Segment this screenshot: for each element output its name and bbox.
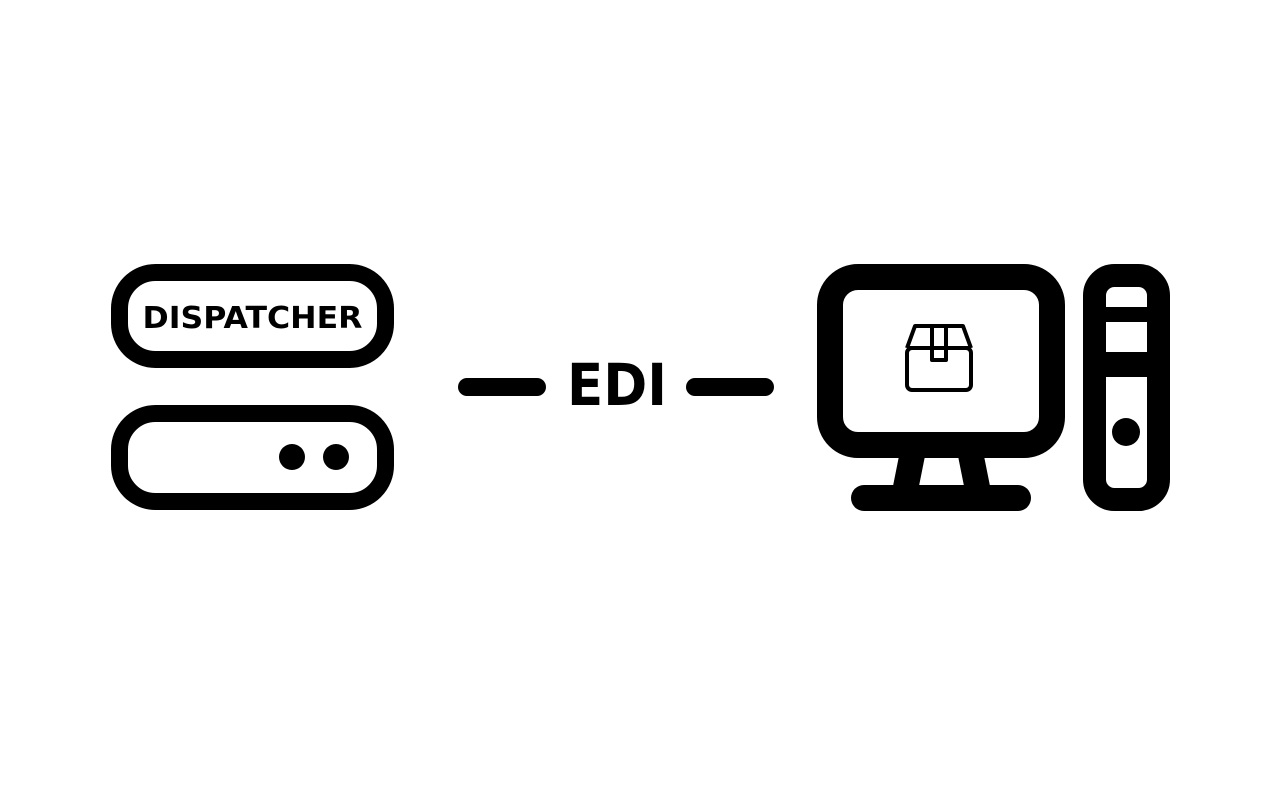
desktop-computer-icon (817, 264, 1170, 511)
edi-connection: EDI (458, 351, 774, 419)
server-unit-top: DISPATCHER (111, 264, 394, 368)
drive-bay (1098, 352, 1155, 377)
monitor (817, 264, 1065, 511)
server-rack-icon: DISPATCHER (111, 264, 394, 510)
server-label: DISPATCHER (143, 301, 363, 336)
connection-label: EDI (567, 351, 667, 419)
server-unit-bottom (111, 405, 394, 510)
drive-bay (1098, 307, 1155, 322)
package-box-icon (905, 324, 973, 392)
server-light-icon (323, 444, 349, 470)
monitor-stand (893, 456, 925, 486)
computer-tower (1083, 264, 1170, 511)
server-light-icon (279, 444, 305, 470)
power-button-icon (1112, 418, 1140, 446)
